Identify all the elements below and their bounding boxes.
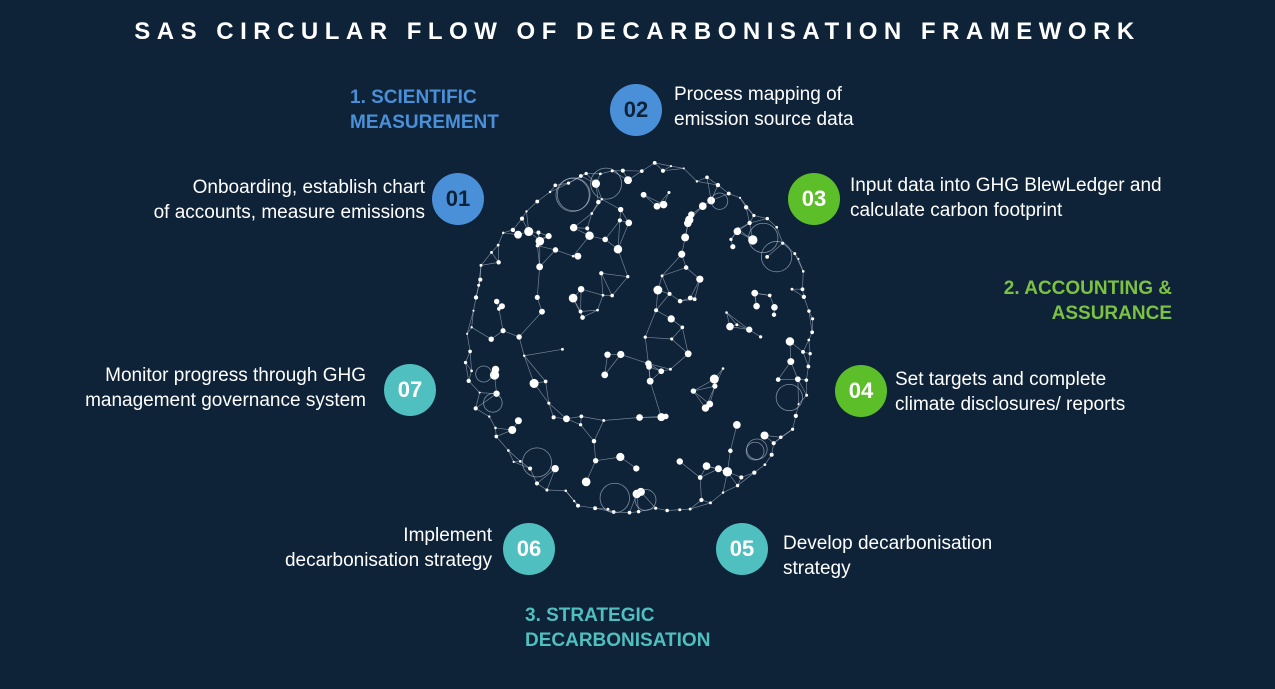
- phase-label-line2: ASSURANCE: [1051, 303, 1172, 324]
- step-07-badge: 07: [384, 364, 436, 416]
- step-03-number: 03: [801, 186, 827, 211]
- phase-label-line2: MEASUREMENT: [350, 112, 499, 133]
- step-01-number: 01: [445, 186, 471, 211]
- step-06-badge: 06: [503, 523, 555, 575]
- step-02-line1: Process mapping of: [674, 84, 842, 105]
- step-04-number: 04: [848, 378, 874, 403]
- step-05-number: 05: [729, 536, 755, 561]
- step-01-line2: of accounts, measure emissions: [153, 202, 425, 223]
- step-03-line2: calculate carbon footprint: [850, 200, 1063, 221]
- step-01-line1: Onboarding, establish chart: [192, 177, 425, 198]
- step-05-line2: strategy: [783, 558, 851, 579]
- step-04-badge: 04: [835, 365, 887, 417]
- step-06-line2: decarbonisation strategy: [284, 550, 492, 571]
- step-07-number: 07: [397, 377, 423, 402]
- step-02-line2: emission source data: [674, 109, 854, 130]
- phase-strategic-decarbonisation: 3. STRATEGIC DECARBONISATION: [525, 603, 710, 653]
- step-03-line1: Input data into GHG BlewLedger and: [850, 175, 1162, 196]
- step-07-text: Monitor progress through GHG management …: [85, 363, 366, 413]
- phase-accounting-assurance: 2. ACCOUNTING & ASSURANCE: [1004, 276, 1172, 326]
- page-title: SAS CIRCULAR FLOW OF DECARBONISATION FRA…: [134, 18, 1141, 45]
- step-05-line1: Develop decarbonisation: [783, 533, 993, 554]
- step-04-text: Set targets and complete climate disclos…: [895, 367, 1125, 417]
- phase-label-line1: 3. STRATEGIC: [525, 605, 655, 626]
- step-06-text: Implement decarbonisation strategy: [285, 523, 492, 573]
- step-04-line1: Set targets and complete: [895, 369, 1107, 390]
- step-07-line2: management governance system: [85, 390, 366, 411]
- network-globe-icon: [463, 160, 815, 515]
- phase-label-line2: DECARBONISATION: [525, 630, 711, 651]
- step-04-line2: climate disclosures/ reports: [895, 394, 1126, 415]
- phase-label-line1: 2. ACCOUNTING &: [1003, 278, 1172, 299]
- step-01-text: Onboarding, establish chart of accounts,…: [154, 175, 425, 225]
- step-02-number: 02: [623, 97, 649, 122]
- step-03-badge: 03: [788, 173, 840, 225]
- step-06-line1: Implement: [403, 525, 492, 546]
- step-07-line1: Monitor progress through GHG: [105, 365, 366, 386]
- step-05-text: Develop decarbonisation strategy: [783, 531, 992, 581]
- phase-label-line1: 1. SCIENTIFIC: [350, 87, 477, 108]
- step-06-number: 06: [516, 536, 542, 561]
- phase-scientific-measurement: 1. SCIENTIFIC MEASUREMENT: [350, 85, 499, 135]
- step-02-text: Process mapping of emission source data: [674, 82, 854, 132]
- step-03-text: Input data into GHG BlewLedger and calcu…: [850, 173, 1162, 223]
- step-01-badge: 01: [432, 173, 484, 225]
- step-05-badge: 05: [716, 523, 768, 575]
- step-02-badge: 02: [610, 84, 662, 136]
